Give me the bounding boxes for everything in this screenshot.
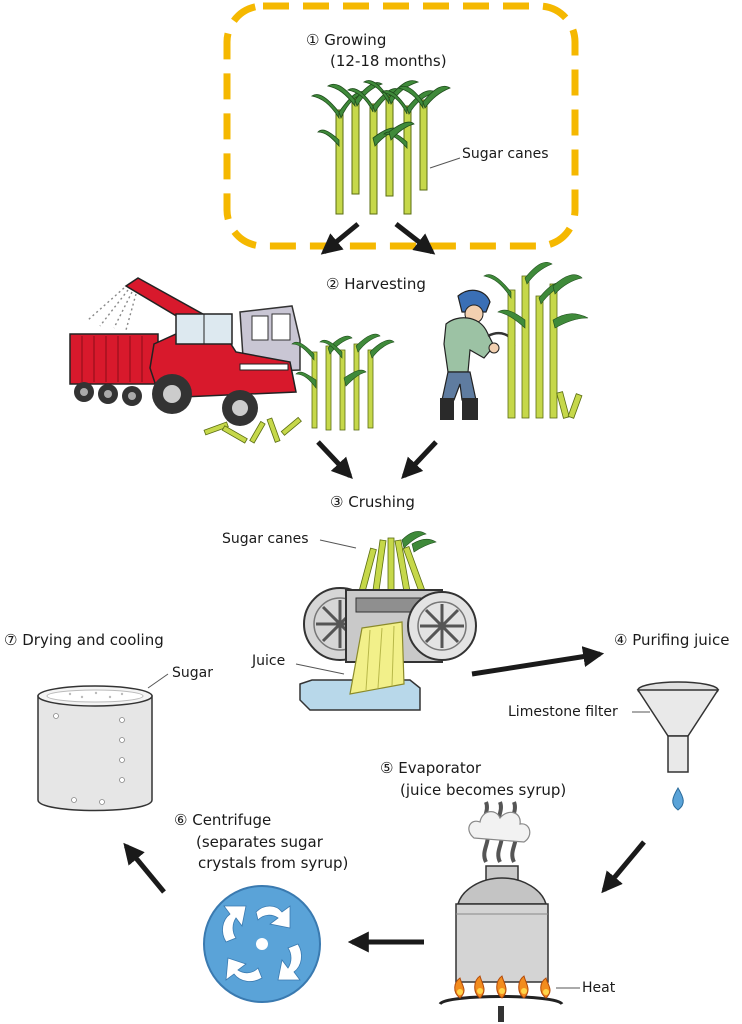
step-6-label: Centrifuge bbox=[192, 811, 272, 829]
callout-growing-canes: Sugar canes bbox=[462, 146, 549, 162]
step-3-title: ③ Crushing bbox=[330, 492, 415, 512]
step-5-number: ⑤ bbox=[380, 759, 394, 777]
limestone-filter-funnel bbox=[636, 681, 720, 811]
callout-heat: Heat bbox=[582, 980, 616, 996]
step-2-title: ② Harvesting bbox=[326, 274, 426, 294]
arrow-to-harvest-left bbox=[320, 222, 360, 255]
step-3-label: Crushing bbox=[348, 493, 415, 511]
field-canes-left bbox=[291, 333, 395, 431]
step-6-title: ⑥ Centrifuge bbox=[174, 810, 271, 830]
arrow-to-evaporate bbox=[601, 840, 646, 894]
step-1-subtitle: (12-18 months) bbox=[330, 52, 447, 70]
arrow-to-crush-left bbox=[316, 440, 353, 480]
step-6-subtitle-line-2: crystals from syrup) bbox=[198, 854, 349, 872]
step-7-title: ⑦ Drying and cooling bbox=[4, 630, 164, 650]
evaporator-tank bbox=[455, 801, 549, 983]
step-7-number: ⑦ bbox=[4, 631, 18, 649]
harvester-machine bbox=[69, 277, 302, 444]
step-1-number: ① bbox=[306, 31, 320, 49]
crush-canes-leader bbox=[319, 539, 357, 549]
step-1-title: ① Growing bbox=[306, 30, 386, 50]
arrow-to-harvest-right bbox=[394, 222, 436, 255]
step-5-subtitle: (juice becomes syrup) bbox=[400, 781, 567, 799]
callout-limestone-filter: Limestone filter bbox=[508, 704, 618, 720]
arrow-to-drying bbox=[123, 842, 166, 894]
step-5-label: Evaporator bbox=[398, 759, 482, 777]
growing-sugar-canes bbox=[310, 80, 451, 215]
callout-sugar: Sugar bbox=[172, 665, 213, 681]
step-2-label: Harvesting bbox=[344, 275, 426, 293]
farmer-harvesting bbox=[440, 289, 516, 420]
step-4-label: Purifing juice bbox=[632, 631, 730, 649]
arrow-to-purify bbox=[471, 646, 605, 677]
juice-leader bbox=[295, 663, 345, 675]
step-5-title: ⑤ Evaporator bbox=[380, 758, 481, 778]
sugar-leader bbox=[147, 673, 169, 689]
step-7-label: Drying and cooling bbox=[22, 631, 164, 649]
step-4-title: ④ Purifing juice bbox=[614, 630, 729, 650]
sugar-drum bbox=[37, 685, 153, 812]
step-6-subtitle: (separates sugar crystals from syrup) bbox=[196, 832, 348, 874]
growing-highlight-box bbox=[223, 2, 579, 250]
heat-flames bbox=[438, 975, 564, 1022]
step-3-number: ③ bbox=[330, 493, 344, 511]
centrifuge-disc bbox=[203, 885, 321, 1003]
crusher-machine bbox=[299, 531, 477, 711]
step-4-number: ④ bbox=[614, 631, 628, 649]
step-2-number: ② bbox=[326, 275, 340, 293]
callout-crushing-canes: Sugar canes bbox=[222, 531, 309, 547]
arrow-to-crush-right bbox=[401, 440, 438, 480]
step-6-number: ⑥ bbox=[174, 811, 188, 829]
step-6-subtitle-line-1: (separates sugar bbox=[196, 833, 323, 851]
callout-juice: Juice bbox=[252, 653, 286, 669]
field-canes-right bbox=[483, 261, 589, 419]
step-1-label: Growing bbox=[324, 31, 387, 49]
growing-canes-leader bbox=[429, 157, 461, 169]
